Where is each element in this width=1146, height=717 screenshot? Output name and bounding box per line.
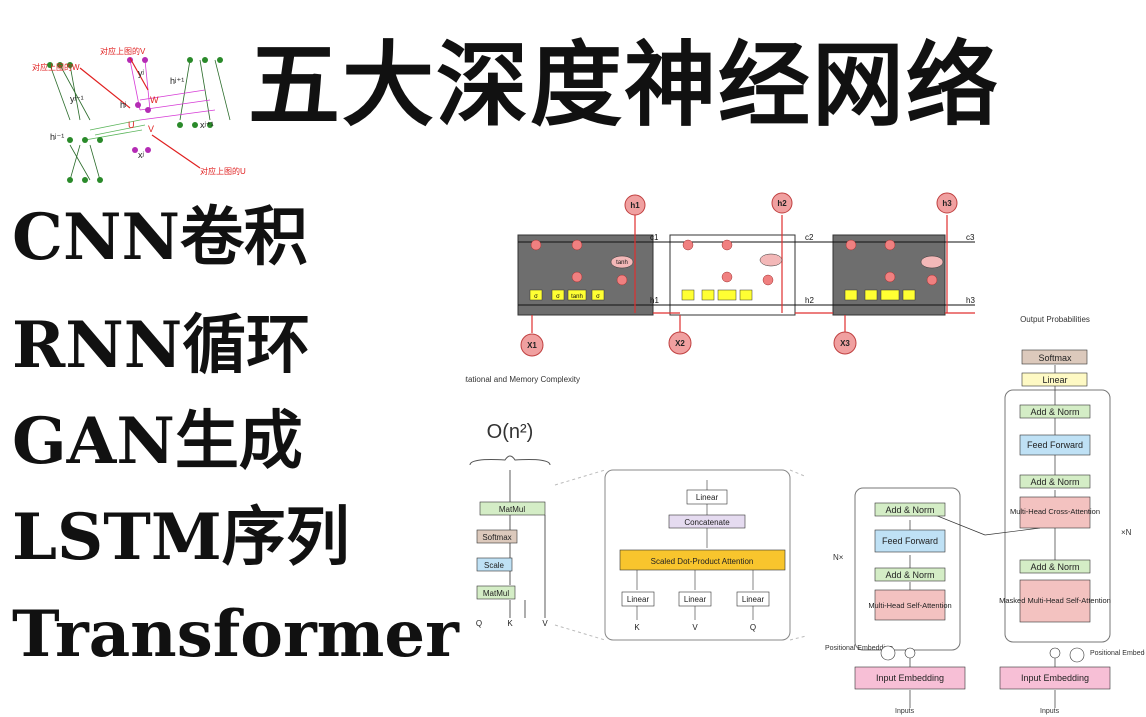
multihead-box: [604, 469, 791, 641]
rnn-label-x: xʲ: [138, 150, 144, 160]
encoder-input-embedding: Input Embedding: [876, 673, 944, 683]
rnn-diagram: 对应上图的W 对应上图的V 对应上图的U W U V yʲ⁻¹ yʲ hʲ hʲ…: [32, 46, 246, 183]
encoder-add-norm-1: Add & Norm: [885, 505, 934, 515]
decoder-add-norm-2: Add & Norm: [1030, 477, 1079, 487]
attention-scale: Scale: [484, 561, 505, 570]
attention-k: K: [507, 619, 513, 628]
attention-matmul-bottom: MatMul: [483, 589, 509, 598]
rnn-label-h-prev: hʲ⁻¹: [50, 132, 64, 142]
network-rnn: RNN循环: [12, 308, 311, 383]
lstm-gate-tanh: tanh: [571, 294, 583, 300]
lstm-cell-state-c1: c1: [650, 233, 659, 242]
transformer-softmax: Softmax: [1038, 353, 1072, 363]
rnn-annotation-u: 对应上图的U: [200, 166, 246, 176]
lstm-output-h2: h2: [777, 199, 787, 208]
lstm-hidden-h3: h3: [966, 296, 975, 305]
lstm-gate-output: σ: [596, 294, 600, 300]
decoder-cross-attention: Multi-Head Cross-Attention: [1010, 507, 1100, 516]
multihead-concatenate: Concatenate: [684, 518, 730, 527]
output-probabilities-label: Output Probabilities: [1020, 315, 1090, 324]
decoder-input-embedding: Input Embedding: [1021, 673, 1089, 683]
rnn-label-h: hʲ: [120, 100, 126, 110]
rnn-annotation-v: 对应上图的V: [100, 46, 146, 56]
rnn-weight-w: W: [150, 95, 159, 105]
lstm-output-h1: h1: [630, 201, 640, 210]
decoder-add-norm-1: Add & Norm: [1030, 407, 1079, 417]
lstm-cell-1: [517, 234, 654, 316]
multihead-linear-v: Linear: [684, 595, 707, 604]
lstm-tanh-label: tanh: [616, 260, 628, 266]
lstm-cell-state-c3: c3: [966, 233, 975, 242]
transformer-linear: Linear: [1042, 375, 1067, 385]
rnn-label-y-prev: yʲ⁻¹: [70, 94, 84, 104]
multihead-linear-k: Linear: [627, 595, 650, 604]
attention-q: Q: [476, 619, 482, 628]
lstm-hidden-h2: h2: [805, 296, 814, 305]
encoder-repeat-label: N×: [833, 553, 844, 562]
lstm-output-h3: h3: [942, 199, 952, 208]
lstm-input-x3: X3: [840, 339, 850, 348]
multihead-input-k: K: [634, 623, 640, 632]
lstm-gate-forget: σ: [534, 294, 538, 300]
scaled-dot-product-attention: Scaled Dot-Product Attention: [651, 557, 754, 566]
lstm-input-x2: X2: [675, 339, 685, 348]
encoder-add-norm-2: Add & Norm: [885, 570, 934, 580]
decoder-box: [1004, 389, 1111, 643]
attention-matmul-top: MatMul: [499, 505, 525, 514]
decoder-masked-attention: Masked Multi-Head Self-Attention: [999, 596, 1111, 605]
decoder-add-norm-3: Add & Norm: [1030, 562, 1079, 572]
complexity-formula: O(n²): [487, 421, 534, 443]
decoder-repeat-label: ×N: [1121, 528, 1132, 537]
transformer-diagram: Output Probabilities Softmax Linear Add …: [825, 315, 1145, 715]
encoder-positional-embedding: Positional Embedding: [825, 645, 893, 652]
lstm-input-x1: X1: [527, 341, 537, 350]
rnn-annotation-w: 对应上图的W: [32, 62, 80, 72]
complexity-label: Computational and Memory Complexity: [465, 375, 580, 384]
rnn-label-h-next: hʲ⁺¹: [170, 76, 184, 86]
attention-v: V: [542, 619, 548, 628]
network-cnn: CNN卷积: [12, 200, 308, 275]
rnn-weight-u: U: [128, 120, 135, 130]
encoder-inputs-label: Inputs: [895, 708, 915, 715]
attention-diagram: Computational and Memory Complexity O(n²…: [465, 375, 805, 641]
encoder-feed-forward: Feed Forward: [882, 536, 938, 546]
decoder-inputs-label: Inputs: [1040, 708, 1060, 715]
multihead-input-q: Q: [750, 623, 756, 632]
rnn-label-x-next: xʲ⁺¹: [200, 120, 214, 130]
lstm-hidden-h1: h1: [650, 296, 659, 305]
multihead-linear-q: Linear: [742, 595, 765, 604]
multihead-input-v: V: [692, 623, 698, 632]
attention-softmax: Softmax: [482, 533, 511, 542]
page-title: 五大深度神经网络: [248, 32, 1001, 139]
decoder-feed-forward: Feed Forward: [1027, 440, 1083, 450]
lstm-gate-input: σ: [556, 294, 560, 300]
lstm-cell-state-c2: c2: [805, 233, 814, 242]
network-transformer: Transformer: [12, 597, 459, 672]
lstm-diagram: h1 h2 h3 X1 X2 X3 c1 c2 c3 h1 h2 h3 σ σ …: [517, 192, 975, 357]
rnn-weight-v: V: [148, 124, 154, 134]
network-gan: GAN生成: [12, 404, 303, 479]
encoder-self-attention: Multi-Head Self-Attention: [868, 601, 951, 610]
multihead-linear-top: Linear: [696, 493, 719, 502]
rnn-label-y: yʲ: [138, 68, 144, 78]
network-lstm: LSTM序列: [12, 500, 350, 575]
decoder-positional-embedding: Positional Embedding: [1090, 650, 1145, 657]
